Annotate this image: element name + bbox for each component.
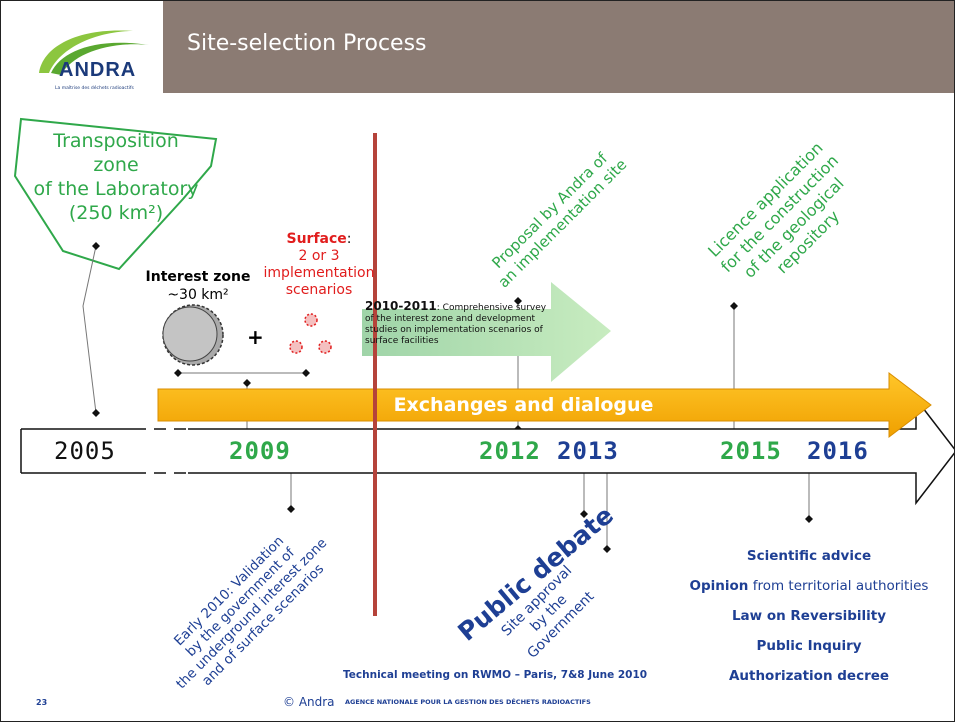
footer-page-number: 23	[36, 698, 48, 707]
marker-interest-mid	[243, 379, 251, 387]
marker-approval-bottom	[603, 545, 611, 553]
exchanges-label: Exchanges and dialogue	[393, 394, 654, 416]
step-opinion-rest: from territorial authorities	[748, 578, 929, 594]
transposition-zone-shape	[13, 117, 218, 271]
year-2009: 2009	[229, 437, 291, 465]
marker-licence	[730, 302, 738, 310]
header-bar	[163, 1, 954, 93]
year-2005: 2005	[54, 437, 116, 465]
marker-transposition	[92, 242, 100, 250]
transposition-line-4: (250 km²)	[68, 202, 164, 224]
marker-interest-left	[174, 369, 182, 377]
logo-tagline: La maîtrise des déchets radioactifs	[55, 86, 134, 91]
surface-line-2: 2 or 3	[298, 248, 340, 264]
step-law: Law on Reversibility	[731, 608, 887, 624]
surface-line-4: scenarios	[285, 282, 353, 298]
transposition-line-3: of the Laboratory	[33, 178, 199, 200]
interest-zone-area: ~30 km²	[167, 287, 229, 303]
surface-scenario-shapes	[289, 313, 332, 354]
slide-title: Site-selection Process	[187, 31, 427, 56]
marker-interest-right	[302, 369, 310, 377]
marker-debate-bottom	[580, 510, 588, 518]
survey-description: : Comprehensive survey of the interest z…	[365, 303, 547, 346]
year-2015: 2015	[720, 437, 782, 465]
transposition-label: Transposition zone of the Laboratory (25…	[21, 129, 211, 225]
step-decree: Authorization decree	[728, 668, 890, 684]
logo-wordmark: ANDRA	[59, 59, 137, 81]
transposition-line-2: zone	[93, 154, 139, 176]
marker-steps	[805, 515, 813, 523]
step-inquiry: Public Inquiry	[756, 638, 862, 654]
year-2012: 2012	[479, 437, 541, 465]
plus-sign: +	[247, 325, 264, 349]
interest-zone-title: Interest zone	[145, 269, 251, 285]
surface-line-3: implementation	[263, 265, 375, 281]
step-opinion-bold: Opinion	[689, 578, 749, 594]
exchanges-arrow	[157, 371, 932, 439]
footer-agency: AGENCE NATIONALE POUR LA GESTION DES DÉC…	[345, 698, 591, 706]
year-2013: 2013	[557, 437, 619, 465]
year-2016: 2016	[807, 437, 869, 465]
transposition-line-1: Transposition	[53, 130, 179, 152]
survey-text: 2010-2011: Comprehensive survey of the i…	[365, 299, 550, 347]
survey-period: 2010-2011	[365, 299, 437, 313]
marker-proposal	[514, 297, 522, 305]
step-opinion: Opinion from territorial authorities	[669, 571, 949, 601]
step-scientific-advice: Scientific advice	[746, 548, 872, 564]
surface-title: Surface	[286, 231, 347, 247]
survey-arrow	[362, 282, 611, 382]
steps-list: Scientific advice Opinion from territori…	[669, 541, 949, 691]
surface-label: Surface: 2 or 3 implementation scenarios	[259, 231, 379, 299]
footer-meeting: Technical meeting on RWMO – Paris, 7&8 J…	[343, 669, 648, 681]
marker-validation-bottom	[287, 505, 295, 513]
andra-logo	[21, 15, 161, 101]
interest-zone-shape	[162, 304, 224, 366]
footer-copyright: © Andra	[283, 695, 335, 709]
surface-colon: :	[346, 231, 352, 247]
marker-2005	[92, 409, 100, 417]
timeline-arrow	[21, 396, 954, 506]
